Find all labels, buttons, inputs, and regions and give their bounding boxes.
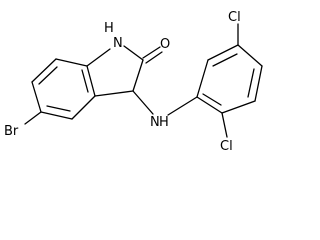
double-bond-a2-a3: [212, 53, 238, 67]
bond-c7a-n1: [86, 48, 111, 67]
bond-c2-o: [142, 46, 161, 59]
molecule-structure: H N O N H Br Cl Cl: [4, 10, 263, 154]
bond-c5-c4: [40, 111, 73, 120]
bond-c3-nh: [132, 90, 154, 115]
bond-a5-a6: [221, 100, 256, 114]
atom-label-h-amine: H: [159, 115, 169, 130]
carbonyl-group: [142, 46, 163, 64]
atom-label-o-carbonyl: O: [160, 37, 170, 52]
bond-a6-a1: [196, 96, 223, 114]
benzo-ring: [31, 58, 96, 120]
bond-c7-c6: [31, 58, 57, 83]
bond-a4-a5: [254, 65, 263, 102]
double-bond-a6-a1: [202, 93, 222, 106]
bond-c4-c3a: [71, 95, 96, 120]
bond-a6-cl-bottom: [221, 112, 228, 138]
atom-label-h-ring: H: [104, 21, 114, 36]
bond-c3a-c7a: [86, 65, 96, 97]
dichlorophenyl-ring: [196, 44, 263, 114]
bond-c3-c3a: [94, 90, 134, 97]
bond-c2-c3: [132, 59, 144, 92]
atom-label-br: Br: [4, 124, 19, 139]
bond-c5-br: [24, 111, 42, 125]
atom-label-n-amine: N: [150, 115, 160, 130]
atom-label-n-ring: N: [113, 36, 123, 51]
double-bond-c5-c4: [46, 105, 71, 112]
atom-label-cl-bottom: Cl: [220, 139, 233, 154]
bond-a3-a4: [237, 44, 263, 67]
bond-n1-c2: [123, 45, 144, 61]
double-bond-c7-c6: [38, 66, 58, 85]
atom-label-cl-top: Cl: [228, 10, 241, 25]
bond-c6-c5: [31, 81, 42, 113]
bond-a2-a3: [207, 44, 239, 61]
bond-nh-aryl: [167, 96, 198, 116]
bond-c7a-c7: [55, 58, 88, 67]
double-bond-a4-a5: [247, 68, 255, 98]
bond-c2-o-double: [145, 51, 163, 64]
lactam-ring: [86, 45, 144, 97]
bond-a1-a2: [196, 59, 209, 98]
double-bond-c3a-c7a: [81, 69, 89, 93]
